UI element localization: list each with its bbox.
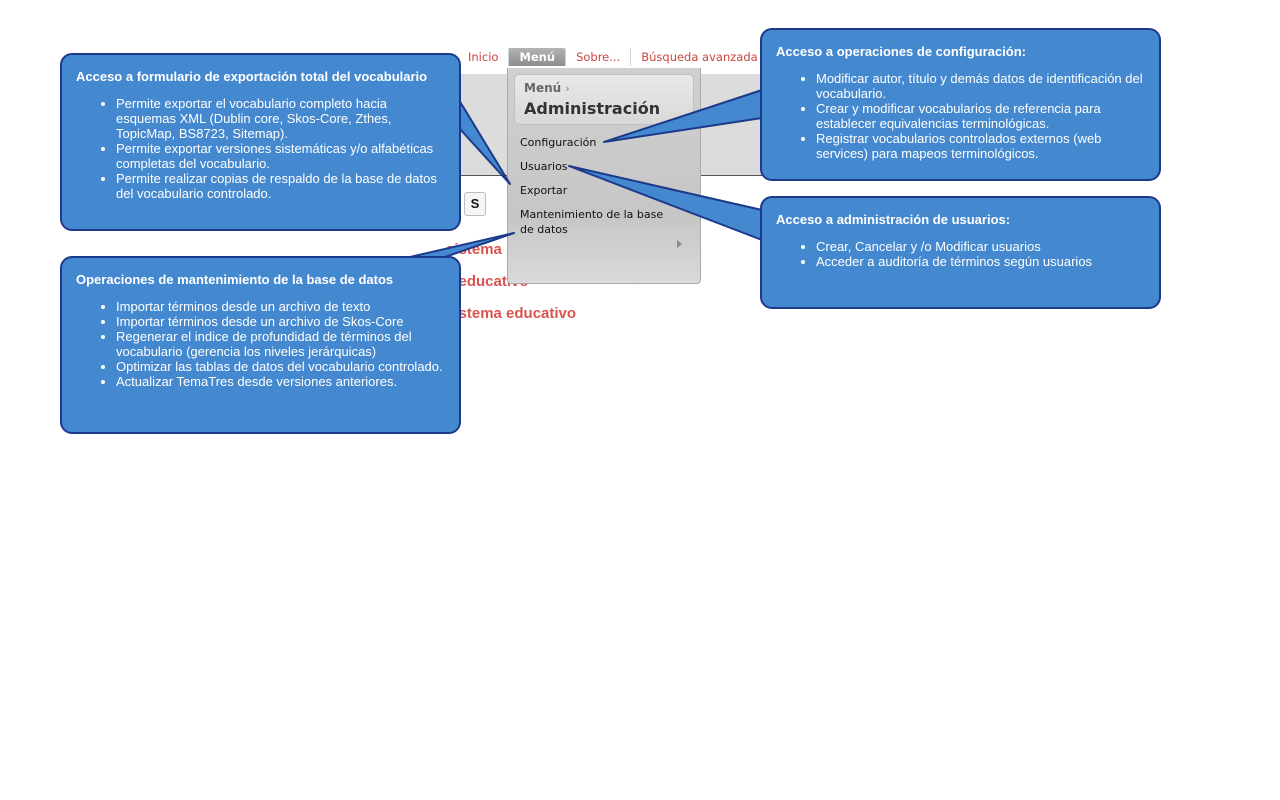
maintenance-callout-bullet: Regenerar el indice de profundidad de té… <box>116 329 445 359</box>
config-callout-bullet: Crear y modificar vocabularios de refere… <box>816 101 1145 131</box>
users-callout-list: Crear, Cancelar y /o Modificar usuarios … <box>776 239 1145 269</box>
maintenance-callout-bullet: Importar términos desde un archivo de te… <box>116 299 445 314</box>
config-callout-pointer <box>603 89 763 143</box>
config-callout-title: Acceso a operaciones de configuración: <box>776 44 1026 59</box>
menu-item-configuracion[interactable]: Configuración <box>520 136 597 149</box>
menu-item-mantenimiento[interactable]: Mantenimiento de la base de datos <box>520 208 664 236</box>
config-callout-bullet: Registrar vocabularios controlados exter… <box>816 131 1145 161</box>
chevron-right-icon: › <box>565 82 570 95</box>
breadcrumb-title: Administración <box>524 99 661 118</box>
top-navigation: Inicio Menú Sobre... Búsqueda avanzada <box>458 46 768 68</box>
export-callout-bullet: Permite realizar copias de respaldo de l… <box>116 171 445 201</box>
submenu-arrow-icon[interactable] <box>677 240 682 248</box>
menu-item-usuarios[interactable]: Usuarios <box>520 160 568 173</box>
export-callout-pointer <box>458 99 511 185</box>
nav-inicio-link[interactable]: Inicio <box>468 50 499 64</box>
maintenance-callout-list: Importar términos desde un archivo de te… <box>76 299 445 389</box>
export-callout-title: Acceso a formulario de exportación total… <box>76 69 428 84</box>
background-term-3[interactable]: sistema educativo <box>446 305 577 322</box>
maintenance-callout-bullet: Importar términos desde un archivo de Sk… <box>116 314 445 329</box>
config-callout: Acceso a operaciones de configuración: M… <box>760 28 1161 181</box>
users-callout: Acceso a administración de usuarios: Cre… <box>760 196 1161 309</box>
config-callout-list: Modificar autor, título y demás datos de… <box>776 71 1145 161</box>
export-callout-list: Permite exportar el vocabulario completo… <box>76 96 445 201</box>
maintenance-callout-bullet: Actualizar TemaTres desde versiones ante… <box>116 374 445 389</box>
admin-dropdown-menu: Menú› Administración Configuración Usuar… <box>507 68 701 284</box>
export-callout: Acceso a formulario de exportación total… <box>60 53 461 231</box>
maintenance-callout-pointer <box>409 232 515 258</box>
export-callout-bullet: Permite exportar el vocabulario completo… <box>116 96 445 141</box>
config-callout-bullet: Modificar autor, título y demás datos de… <box>816 71 1145 101</box>
nav-menu-tab[interactable]: Menú <box>508 48 566 66</box>
users-callout-bullet: Crear, Cancelar y /o Modificar usuarios <box>816 239 1145 254</box>
users-callout-bullet: Acceder a auditoría de términos según us… <box>816 254 1145 269</box>
maintenance-callout-bullet: Optimizar las tablas de datos del vocabu… <box>116 359 445 374</box>
users-callout-title: Acceso a administración de usuarios: <box>776 212 1011 227</box>
search-button[interactable]: S <box>464 192 486 216</box>
nav-busqueda-avanzada-link[interactable]: Búsqueda avanzada <box>630 48 767 66</box>
nav-sobre-link[interactable]: Sobre... <box>565 48 630 66</box>
users-callout-pointer <box>568 165 763 241</box>
menu-item-exportar[interactable]: Exportar <box>520 184 568 197</box>
breadcrumb-menu-label[interactable]: Menú› <box>524 81 570 95</box>
breadcrumb-menu-text: Menú <box>524 81 562 95</box>
maintenance-callout: Operaciones de mantenimiento de la base … <box>60 256 461 434</box>
maintenance-callout-title: Operaciones de mantenimiento de la base … <box>76 272 394 287</box>
menu-breadcrumb: Menú› Administración <box>514 74 694 125</box>
export-callout-bullet: Permite exportar versiones sistemáticas … <box>116 141 445 171</box>
